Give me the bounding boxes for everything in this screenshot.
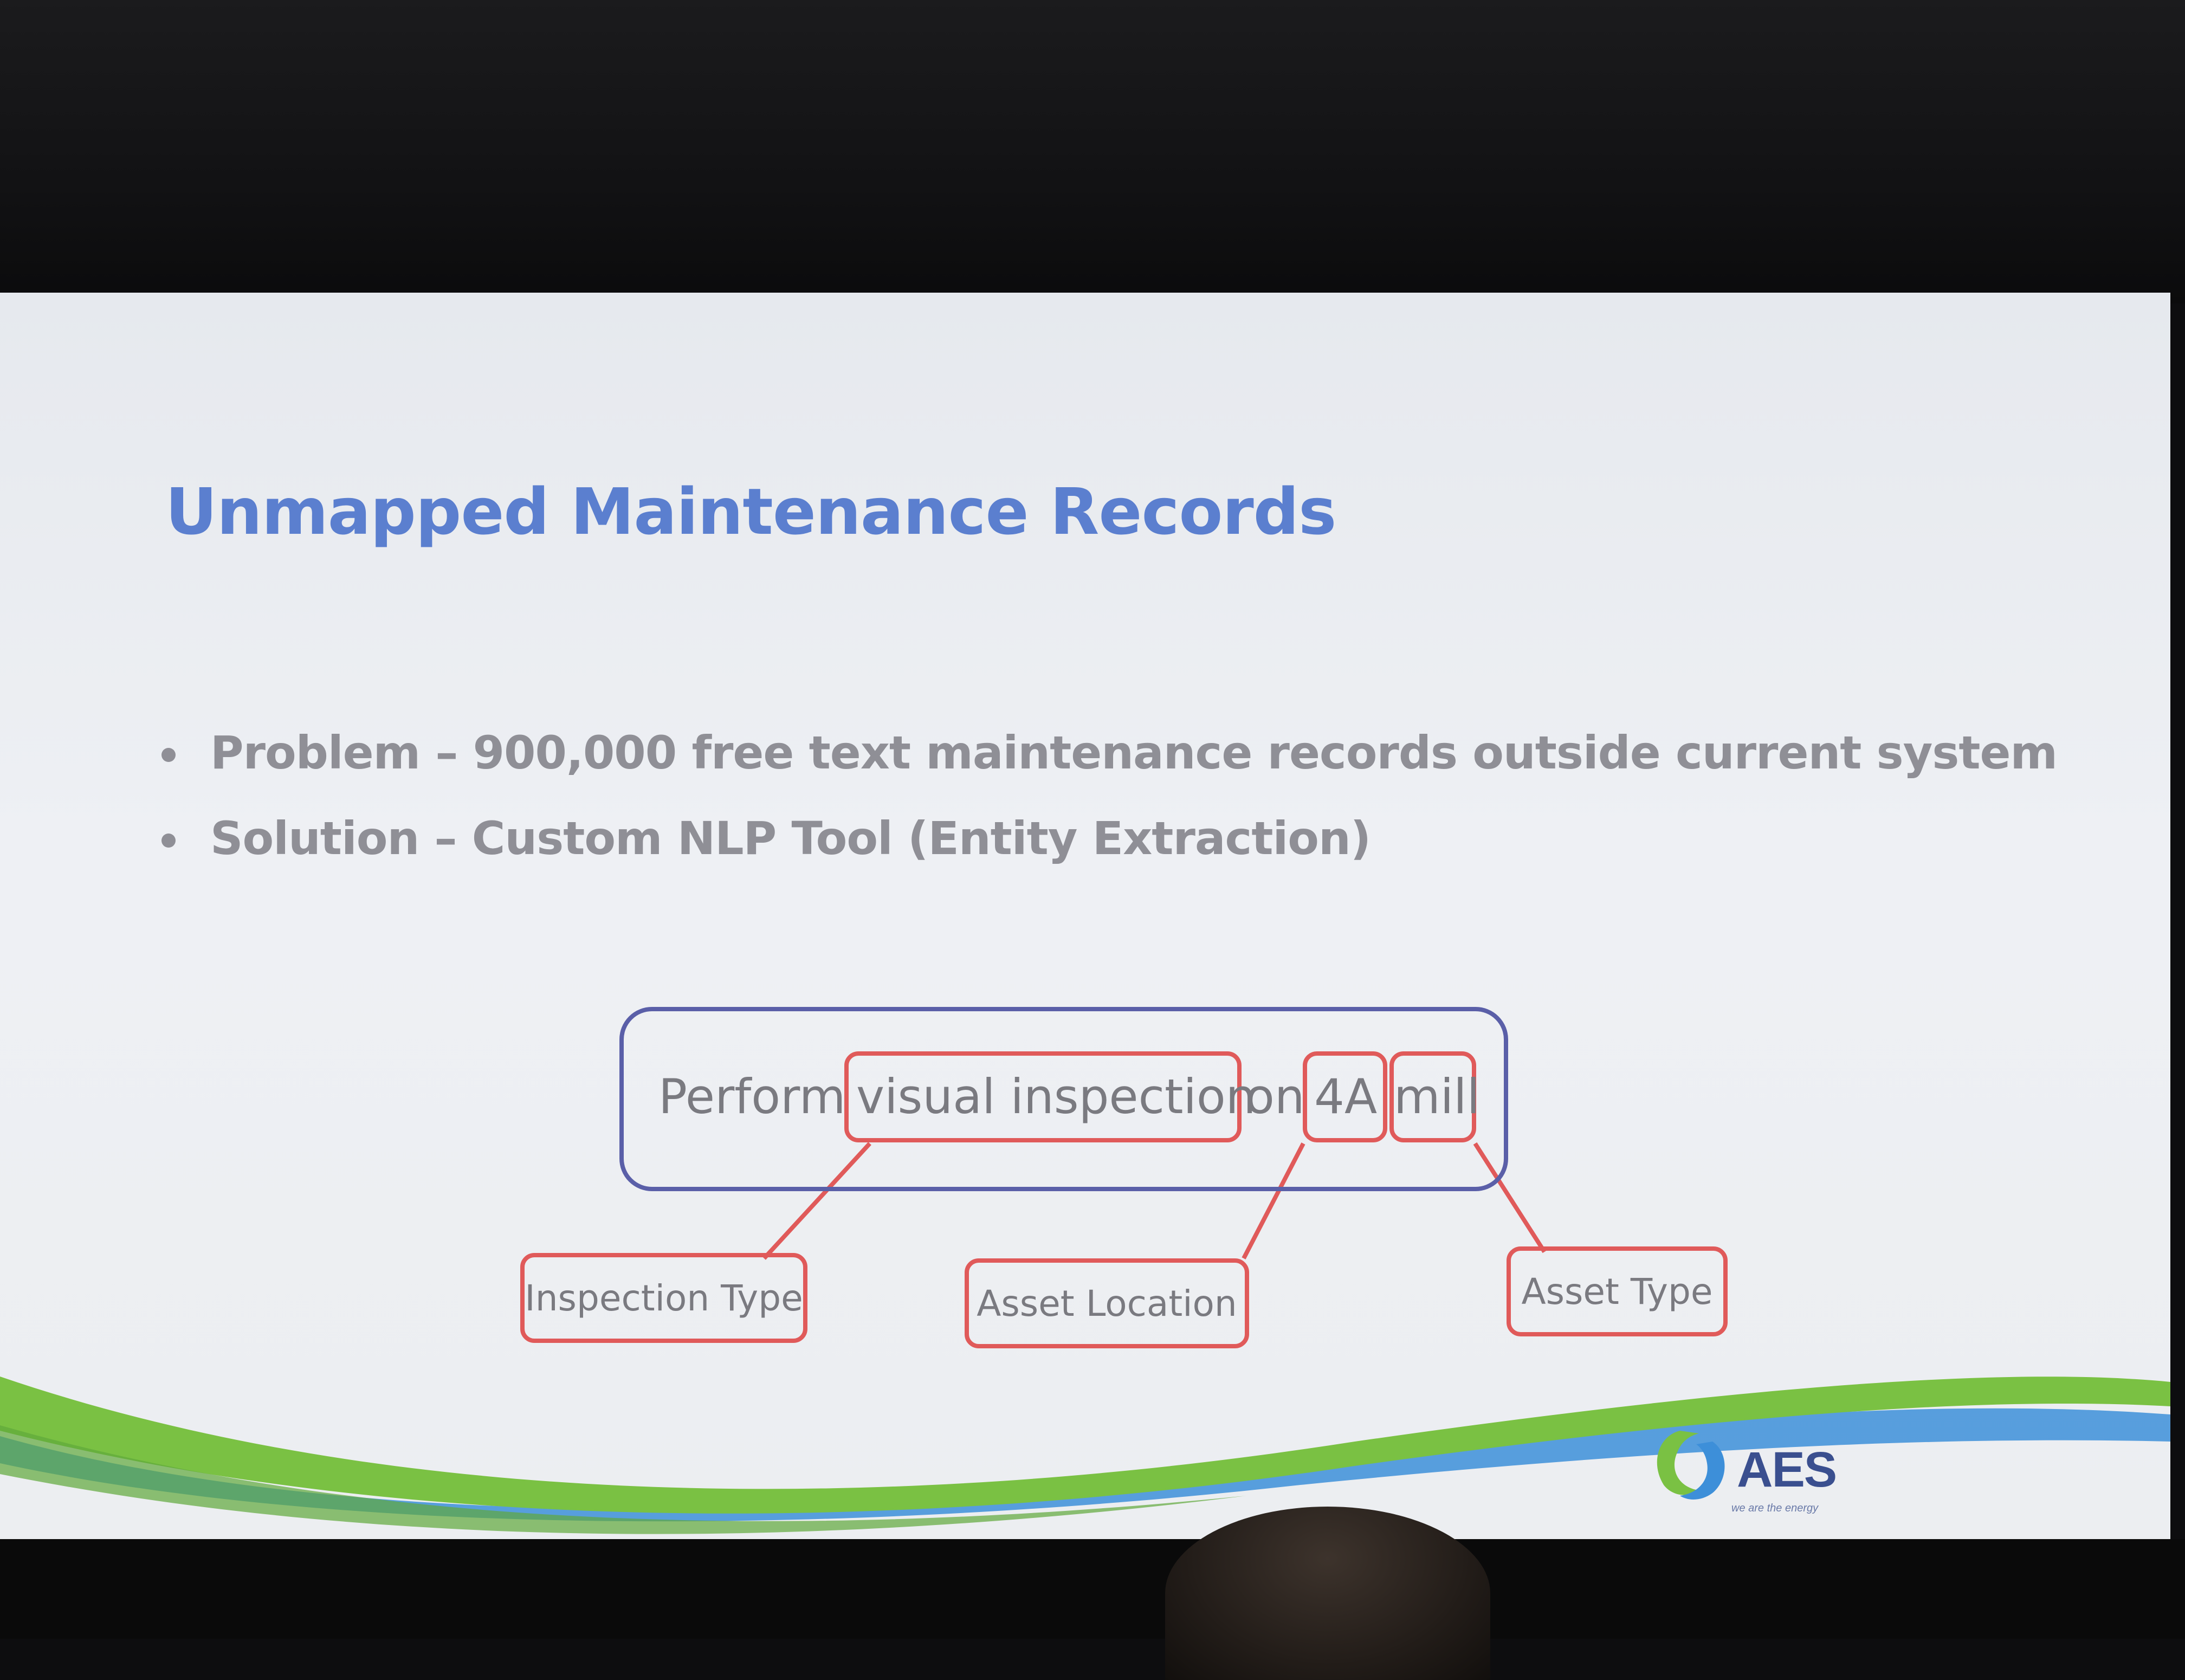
aes-swirl-icon: [1657, 1431, 1725, 1500]
swoosh-green: [0, 1377, 2170, 1514]
word-4a: 4A: [1314, 1069, 1378, 1125]
bullet-list: Problem – 900,000 free text maintenance …: [152, 726, 2058, 897]
entity-box-inspection: [844, 1051, 1242, 1142]
label-inspection-type: Inspection Type: [520, 1253, 807, 1343]
bullet-problem: Problem – 900,000 free text maintenance …: [152, 726, 2058, 779]
swoosh-green-shade: [0, 1425, 1246, 1534]
slide-title: Unmapped Maintenance Records: [165, 474, 1336, 549]
bullet-text: Problem – 900,000 free text maintenance …: [210, 726, 2058, 779]
logo-tagline: we are the energy: [1731, 1502, 1819, 1514]
room-background-top: [0, 0, 2185, 303]
entity-extraction-diagram: Perform visual inspection on 4A mill Ins…: [0, 293, 2170, 1539]
label-asset-type: Asset Type: [1507, 1246, 1728, 1336]
audience-head: [1165, 1507, 1490, 1680]
word-mill: mill: [1394, 1069, 1481, 1125]
sentence-box: [619, 1007, 1508, 1191]
word-visual-inspection: visual inspection: [856, 1069, 1256, 1125]
word-perform: Perform: [658, 1069, 846, 1125]
bullet-dot-icon: [161, 833, 176, 848]
bullet-dot-icon: [161, 748, 176, 762]
swoosh-blue: [0, 1408, 2170, 1522]
entity-box-location: [1303, 1051, 1387, 1142]
connector-asset-location: [1242, 1142, 1305, 1259]
bullet-solution: Solution – Custom NLP Tool (Entity Extra…: [152, 812, 2057, 865]
label-asset-location: Asset Location: [965, 1258, 1249, 1348]
word-on: on: [1245, 1069, 1305, 1125]
bullet-text: Solution – Custom NLP Tool (Entity Extra…: [210, 812, 1371, 865]
connector-inspection-type: [762, 1142, 871, 1260]
projected-slide: Unmapped Maintenance Records Problem – 9…: [0, 293, 2170, 1539]
decorative-swoosh: [0, 1377, 2170, 1534]
room-background-bottom: [0, 1539, 2185, 1639]
logo-wordmark: AES: [1737, 1442, 1837, 1497]
entity-box-asset-type: [1389, 1051, 1476, 1142]
